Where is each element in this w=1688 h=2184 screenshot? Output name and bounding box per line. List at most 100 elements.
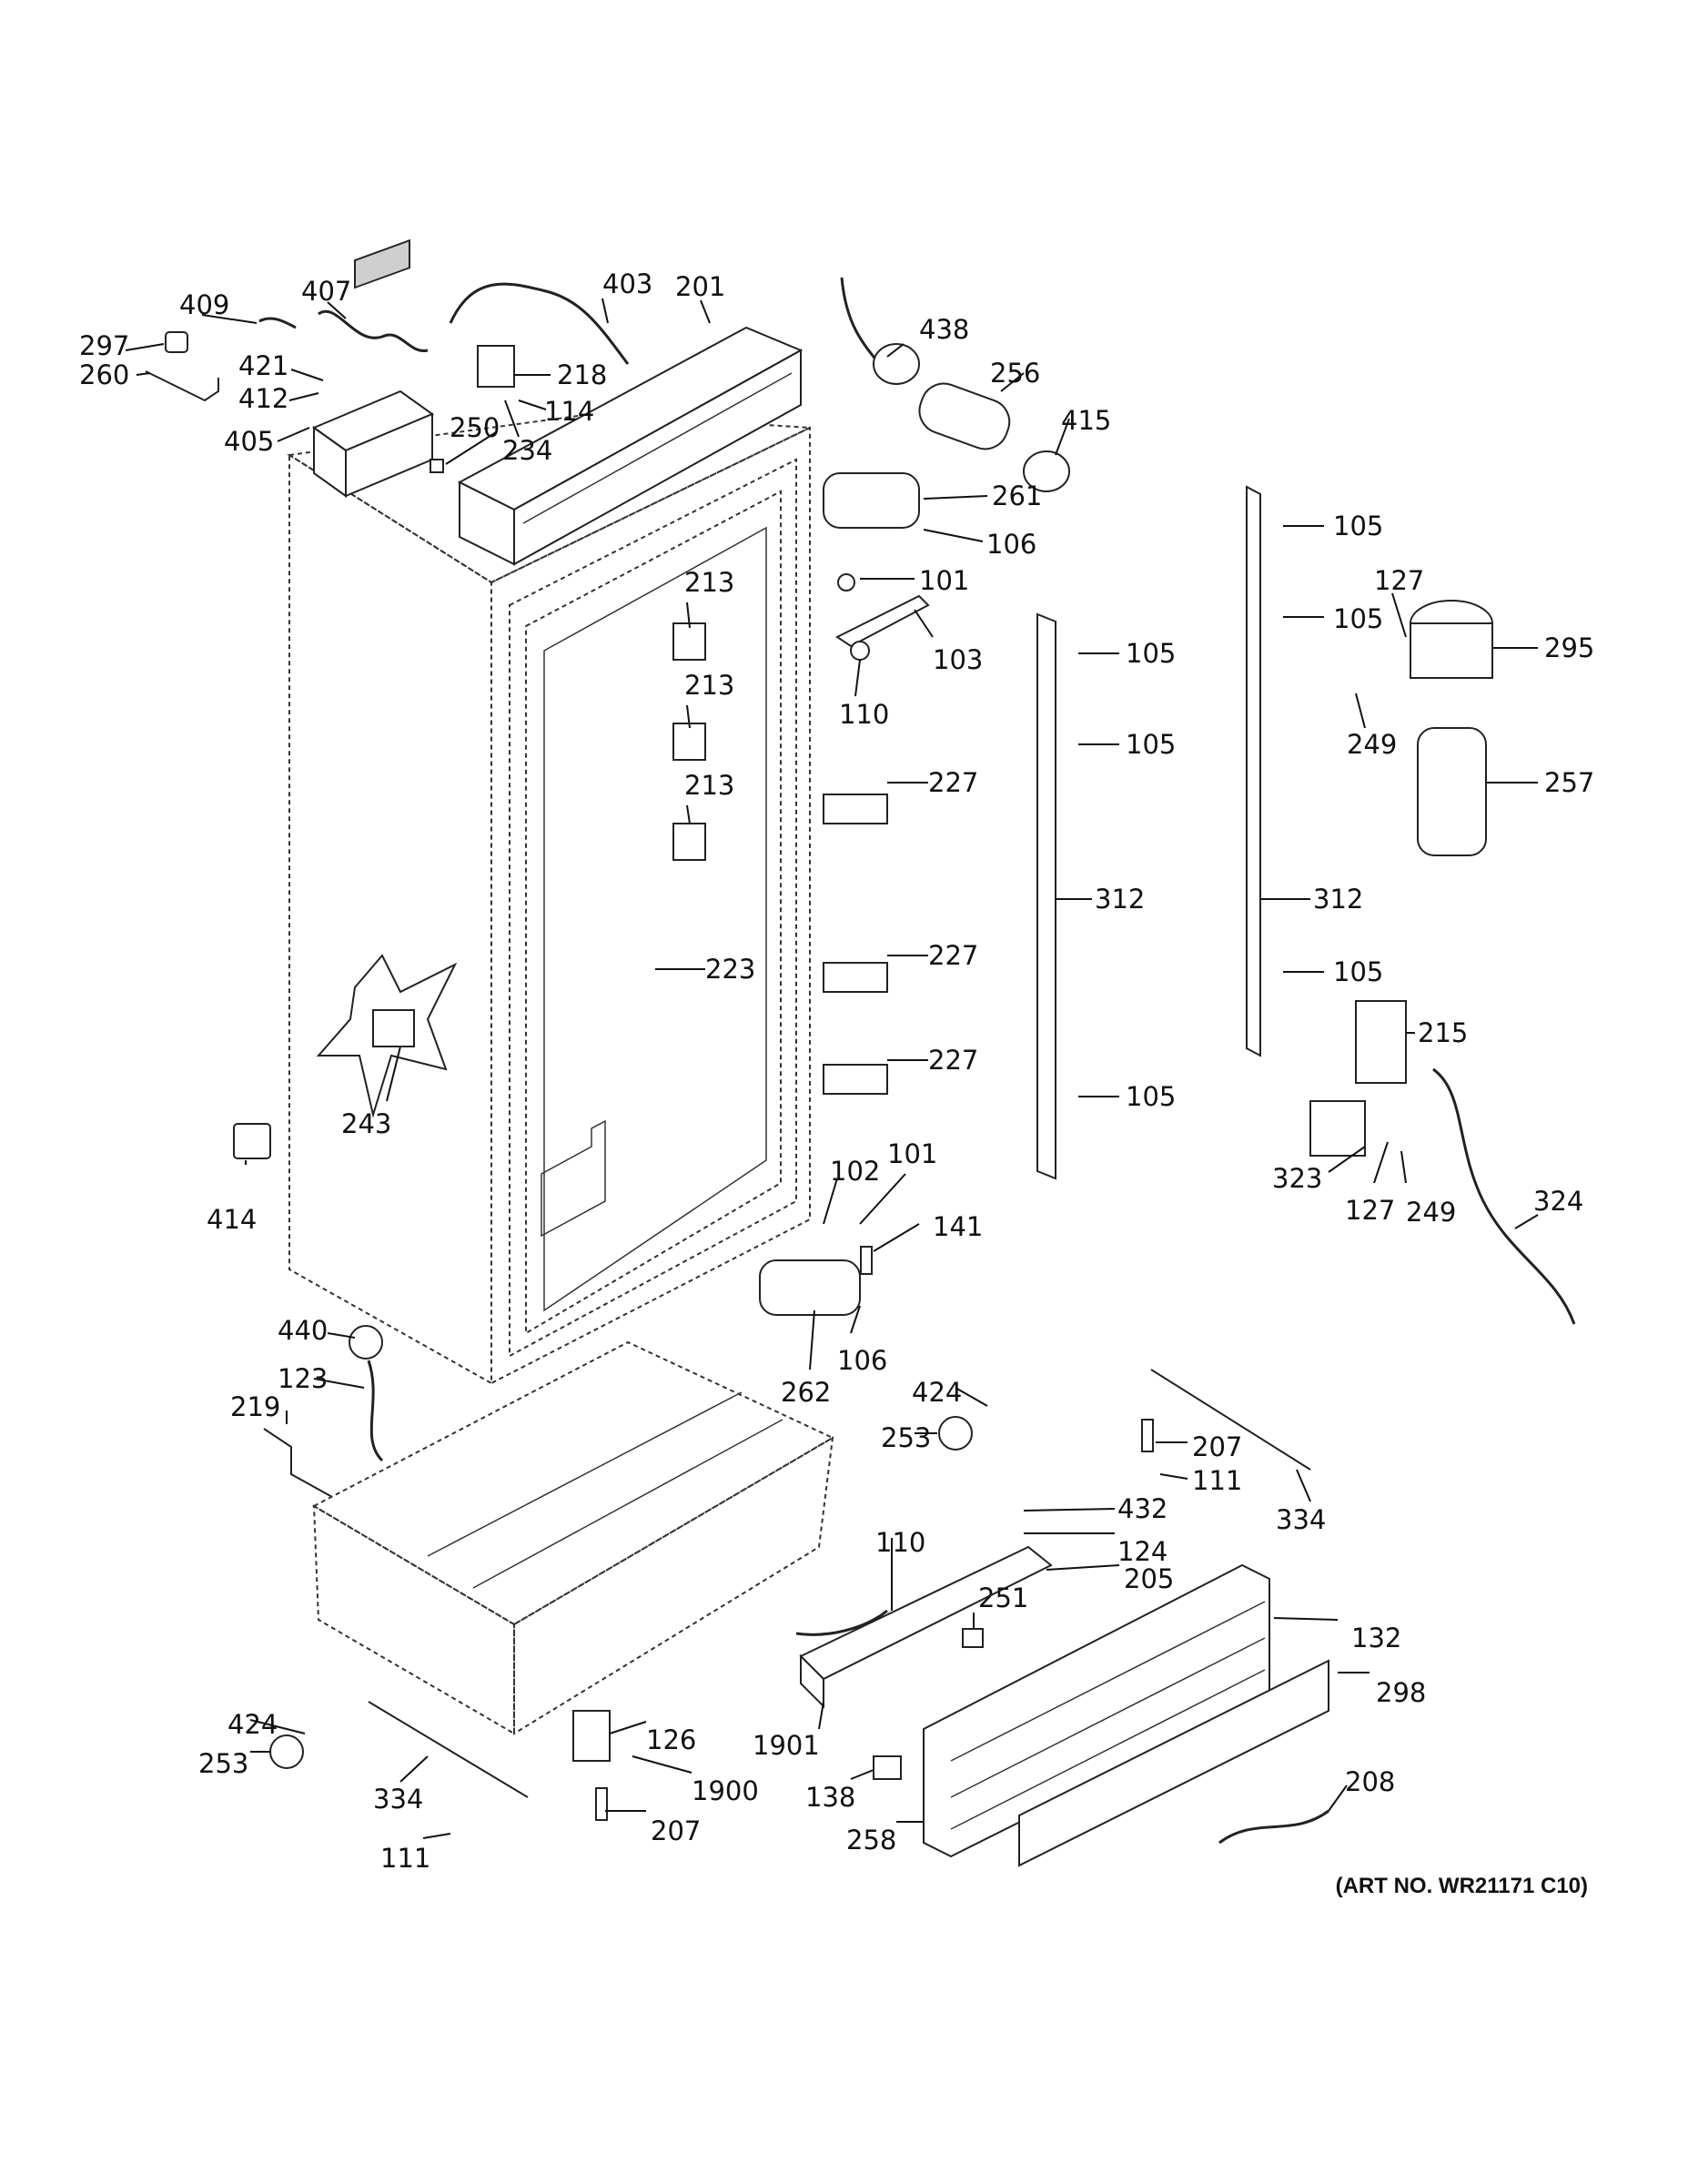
part-1900 — [572, 1710, 611, 1762]
callout-105-2: 105 — [1333, 603, 1383, 634]
callout-424-left: 424 — [227, 1709, 278, 1740]
callout-414: 414 — [207, 1204, 257, 1235]
callout-110-bottom: 110 — [875, 1527, 925, 1558]
callout-334-right: 334 — [1276, 1504, 1326, 1535]
callout-138: 138 — [805, 1782, 855, 1813]
water-line-324 — [1432, 1067, 1576, 1325]
callout-101-top: 101 — [919, 565, 969, 596]
callout-132: 132 — [1351, 1623, 1401, 1653]
callout-105-1: 105 — [1333, 511, 1383, 541]
part-138 — [873, 1755, 902, 1780]
part-215 — [1355, 1000, 1407, 1084]
callout-298: 298 — [1376, 1677, 1426, 1708]
callout-258: 258 — [846, 1825, 896, 1855]
callout-251: 251 — [978, 1582, 1028, 1613]
rail-312-left — [1036, 612, 1056, 1180]
part-251 — [962, 1628, 984, 1648]
part-213-3 — [672, 823, 706, 861]
callout-438: 438 — [919, 314, 969, 345]
part-415 — [1023, 450, 1070, 492]
part-297 — [165, 331, 188, 353]
callout-127-top: 127 — [1374, 565, 1424, 596]
part-103 — [835, 594, 930, 648]
harness-208 — [1218, 1809, 1329, 1845]
callout-127-bottom: 127 — [1345, 1195, 1395, 1226]
harness-110 — [795, 1609, 888, 1636]
cabinet — [287, 412, 814, 1385]
machine-compartment — [311, 1340, 835, 1735]
part-141 — [860, 1246, 873, 1275]
part-253-left — [269, 1734, 304, 1769]
callout-412: 412 — [238, 383, 288, 414]
callout-256: 256 — [990, 358, 1040, 389]
callout-208: 208 — [1345, 1766, 1395, 1797]
callout-105-5: 105 — [1333, 956, 1383, 987]
callout-102: 102 — [830, 1156, 880, 1187]
callout-249-top: 249 — [1347, 729, 1397, 760]
part-256 — [918, 382, 1011, 450]
callout-110-top: 110 — [839, 699, 889, 730]
part-207-left — [595, 1787, 608, 1821]
callout-243: 243 — [341, 1108, 391, 1139]
part-260 — [145, 370, 219, 402]
callout-253-right: 253 — [881, 1422, 931, 1453]
callout-105-4: 105 — [1126, 729, 1176, 760]
callout-403: 403 — [602, 268, 652, 299]
callout-312-2: 312 — [1313, 884, 1363, 915]
harness-409 — [258, 317, 297, 329]
part-414 — [233, 1123, 271, 1159]
callout-123: 123 — [278, 1363, 328, 1394]
callout-260: 260 — [79, 359, 129, 390]
callout-205: 205 — [1124, 1563, 1174, 1594]
rod-334-right — [1150, 1369, 1311, 1471]
harness-407 — [318, 309, 429, 352]
callout-407: 407 — [301, 276, 351, 307]
callout-223: 223 — [705, 954, 755, 985]
callout-106-top: 106 — [986, 529, 1036, 560]
callout-141: 141 — [933, 1211, 983, 1242]
art-number: (ART NO. WR21171 C10) — [1336, 1874, 1588, 1898]
part-253-right — [938, 1416, 973, 1451]
rail-312-right — [1246, 485, 1261, 1057]
part-323 — [1309, 1100, 1366, 1157]
filter-298 — [1018, 1659, 1329, 1867]
callout-124: 124 — [1117, 1536, 1167, 1567]
part-227-2 — [823, 962, 888, 993]
part-207-right — [1141, 1419, 1154, 1452]
callout-105-3: 105 — [1126, 638, 1176, 669]
part-295-body — [1410, 622, 1493, 679]
part-219 — [263, 1428, 333, 1498]
callout-213-2: 213 — [684, 670, 734, 701]
leader-lines — [125, 298, 1539, 1839]
callout-219: 219 — [230, 1391, 280, 1422]
callout-101-bottom: 101 — [887, 1138, 937, 1169]
callout-415: 415 — [1061, 405, 1111, 436]
part-261 — [823, 472, 920, 529]
callout-201: 201 — [675, 271, 725, 302]
part-227-3 — [823, 1064, 888, 1095]
callout-213-1: 213 — [684, 567, 734, 598]
callout-227-1: 227 — [928, 767, 978, 798]
callout-234: 234 — [502, 435, 552, 466]
callout-227-2: 227 — [928, 940, 978, 971]
callout-424-right: 424 — [912, 1377, 962, 1408]
part-438 — [873, 343, 920, 385]
callout-213-3: 213 — [684, 770, 734, 801]
control-board — [311, 238, 435, 498]
part-262 — [759, 1259, 861, 1316]
part-243-switch — [372, 1009, 415, 1047]
callout-257: 257 — [1544, 767, 1594, 798]
callout-103: 103 — [933, 644, 983, 675]
callout-253-left: 253 — [198, 1748, 248, 1779]
callout-440: 440 — [278, 1315, 328, 1346]
callout-409: 409 — [179, 289, 229, 320]
harness-123 — [367, 1360, 384, 1462]
callout-312-1: 312 — [1095, 884, 1145, 915]
callout-421: 421 — [238, 350, 288, 381]
part-213-1 — [672, 622, 706, 661]
callout-1901: 1900 — [692, 1775, 759, 1806]
callout-323: 323 — [1272, 1163, 1322, 1194]
callout-126: 1901 — [753, 1730, 820, 1761]
callout-106-bottom: 106 — [837, 1345, 887, 1376]
